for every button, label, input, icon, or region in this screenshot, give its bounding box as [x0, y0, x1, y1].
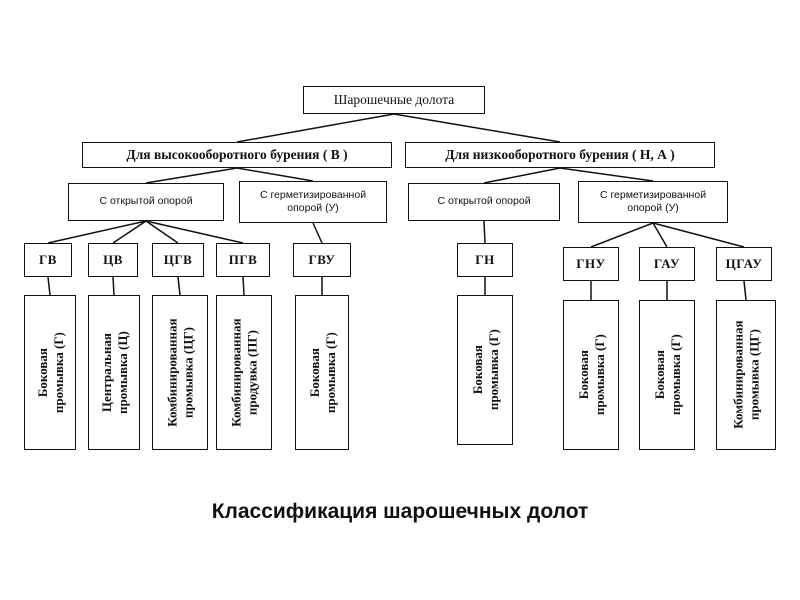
connector-sealed-high-to-gvu	[312, 222, 323, 244]
flush-tsgau-label: Комбинированная промывка (ЦГ)	[730, 320, 761, 430]
connector-high-to-open	[145, 167, 238, 184]
flush-tsgv-label: Комбинированная промывка (ЦГ)	[164, 318, 195, 427]
support-sealed-low: С герметизированной опорой (У)	[578, 181, 728, 223]
branch-low-speed: Для низкооборотного бурения ( Н, А )	[405, 142, 715, 168]
connector-open-high-to-pgv	[145, 220, 244, 244]
flush-gvu: Боковая промывка (Г)	[295, 295, 349, 450]
type-gvu: ГВУ	[293, 243, 351, 277]
connector-open-high-to-tsgv	[145, 220, 179, 244]
type-gv: ГВ	[24, 243, 72, 277]
type-gn: ГН	[457, 243, 513, 277]
diagram-caption: Классификация шарошечных долот	[211, 500, 589, 523]
connector-root-to-low	[393, 113, 561, 143]
flush-gv: Боковая промывка (Г)	[24, 295, 76, 450]
connector-low-to-sealed	[559, 167, 654, 182]
type-pgv: ПГВ	[216, 243, 270, 277]
type-tsgau: ЦГАУ	[716, 247, 772, 281]
type-gnu: ГНУ	[563, 247, 619, 281]
connector-gv-to-flush	[47, 276, 51, 296]
type-gau: ГАУ	[639, 247, 695, 281]
flush-gnu-label: Боковая промывка (Г)	[575, 334, 607, 416]
connector-pgv-to-flush	[242, 276, 245, 296]
flush-gnu: Боковая промывка (Г)	[563, 300, 619, 450]
type-tsgv: ЦГВ	[152, 243, 204, 277]
connector-sealed-low-to-tsgau	[652, 222, 745, 248]
connector-high-to-sealed	[236, 167, 314, 182]
connector-tsgv-to-flush	[177, 276, 181, 296]
flush-gau-label: Боковая промывка (Г)	[651, 334, 683, 416]
connector-sealed-low-to-gnu	[590, 222, 654, 248]
connector-low-to-open	[483, 167, 561, 184]
flush-gvu-label: Боковая промывка (Г)	[306, 332, 338, 413]
connector-tsgau-to-flush	[743, 280, 747, 301]
connector-root-to-high	[236, 113, 395, 143]
connector-sealed-low-to-gau	[652, 222, 668, 248]
branch-high-speed: Для высокооборотного бурения ( В )	[82, 142, 392, 168]
flush-pgv-label: Комбинированная продувка (ПГ)	[228, 318, 259, 427]
support-sealed-high: С герметизированной опорой (У)	[239, 181, 387, 223]
flush-tsgv: Комбинированная промывка (ЦГ)	[152, 295, 208, 450]
connector-open-high-to-gv	[47, 220, 147, 244]
flush-pgv: Комбинированная продувка (ПГ)	[216, 295, 272, 450]
connector-open-low-to-gn	[483, 220, 486, 244]
flush-gn-label: Боковая промывка (Г)	[469, 329, 501, 411]
flush-gv-label: Боковая промывка (Г)	[34, 332, 66, 413]
connector-tsv-to-flush	[112, 276, 115, 296]
support-open-high: С открытой опорой	[68, 183, 224, 221]
flush-tsv: Центральная промывка (Ц)	[88, 295, 140, 450]
type-tsv: ЦВ	[88, 243, 138, 277]
connector-open-high-to-tsv	[112, 220, 147, 244]
support-open-low: С открытой опорой	[408, 183, 560, 221]
flush-tsv-label: Центральная промывка (Ц)	[98, 331, 129, 414]
flush-tsgau: Комбинированная промывка (ЦГ)	[716, 300, 776, 450]
flush-gau: Боковая промывка (Г)	[639, 300, 695, 450]
flush-gn: Боковая промывка (Г)	[457, 295, 513, 445]
root-node: Шарошечные долота	[303, 86, 485, 114]
